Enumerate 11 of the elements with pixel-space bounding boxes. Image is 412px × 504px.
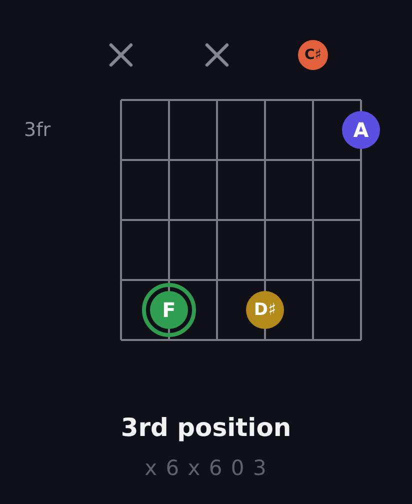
fret-sequence: x 6 x 6 0 3 [144,456,268,480]
note-name: D♯ [254,302,276,318]
root-finger-dot [150,291,188,329]
note-name: F [162,300,176,320]
note-name: A [353,120,369,140]
open-string-marker [298,40,328,70]
chord-title: 3rd position [120,413,292,442]
note-name: C♯ [304,48,322,62]
finger-dot [342,111,380,149]
finger-dot [246,291,284,329]
fret-number: 3fr [24,118,51,142]
